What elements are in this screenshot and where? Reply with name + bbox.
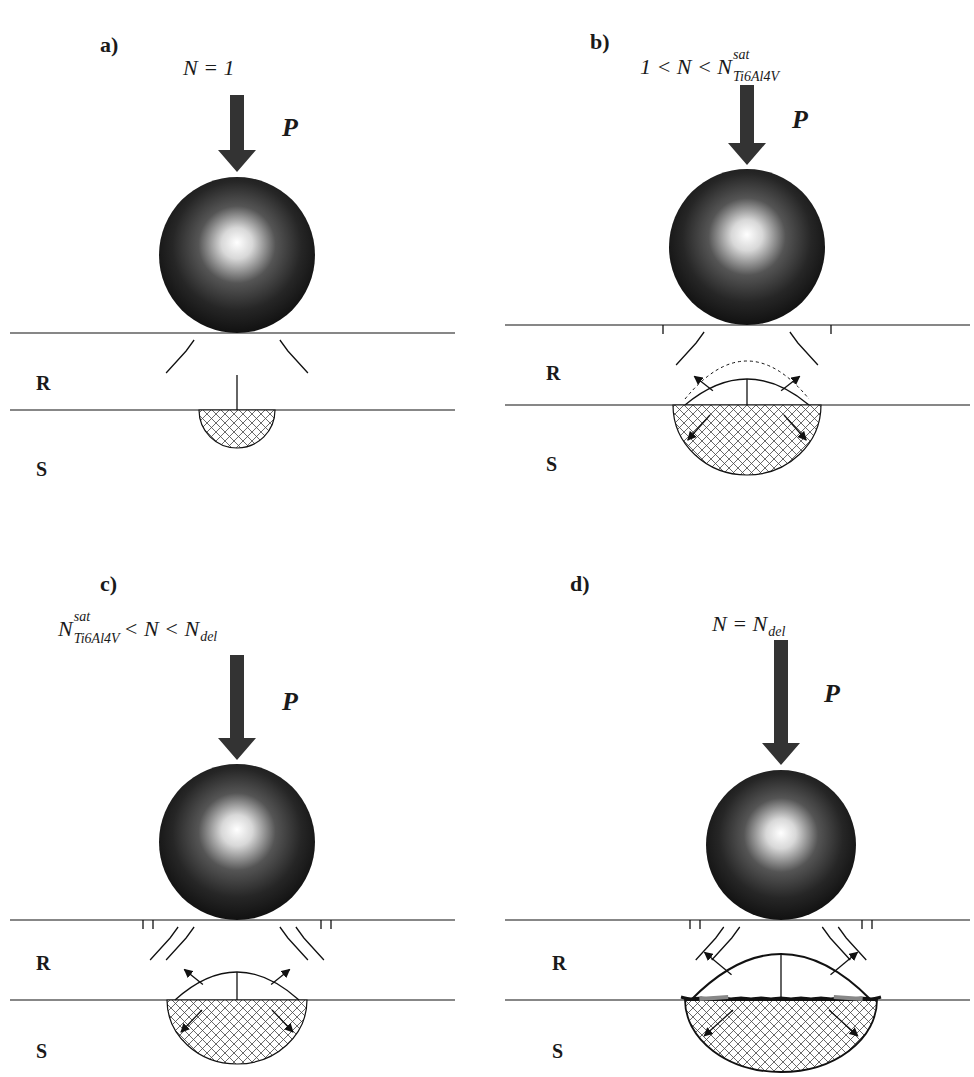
indenter-ball: [706, 770, 856, 920]
stress-arrow: [831, 952, 858, 974]
indent-panel: [505, 640, 970, 1072]
ring-crack: [330, 920, 331, 929]
indent-panel: [10, 655, 455, 1064]
indenter-ball: [159, 764, 315, 920]
plastic-zone: [673, 405, 821, 475]
load-arrow: [218, 95, 256, 172]
cone-crack: [166, 927, 194, 960]
ring-crack: [320, 920, 321, 929]
load-arrow: [218, 655, 256, 760]
surface-line: [505, 324, 970, 325]
cone-crack: [790, 332, 818, 365]
layer-label: R: [36, 952, 50, 974]
panel-label: b): [590, 30, 610, 54]
delamination: [681, 997, 881, 999]
stress-arrow: [781, 376, 800, 390]
cycle-condition: N = 1: [183, 56, 235, 80]
median-crack: [780, 954, 781, 1000]
indenter-ball: [159, 177, 315, 333]
cone-crack: [822, 927, 850, 960]
cycle-condition: < N < N: [124, 617, 200, 641]
indent-panel: [10, 95, 455, 448]
load-label: P: [824, 680, 840, 709]
layer-label: S: [546, 453, 557, 475]
load-label: P: [792, 106, 808, 135]
layer-label: R: [546, 362, 560, 384]
panel-label: a): [100, 33, 118, 57]
subscript: Ti6Al4V: [733, 69, 779, 84]
ring-crack: [689, 920, 690, 929]
plastic-zone: [167, 1000, 307, 1064]
stress-arrow: [694, 376, 713, 390]
median-crack: [236, 375, 237, 410]
subscript: del: [200, 629, 217, 644]
cone-crack: [280, 340, 308, 373]
ring-crack: [861, 920, 862, 929]
load-arrow: [762, 640, 800, 765]
load-label: P: [282, 688, 298, 717]
stress-arrow: [184, 969, 203, 984]
layer-label: S: [552, 1040, 563, 1062]
stress-arrow: [271, 969, 290, 984]
median-crack: [746, 379, 747, 405]
panel-label: d): [570, 572, 590, 596]
layer-label: S: [36, 1040, 47, 1062]
ring-crack: [871, 920, 872, 929]
subscript: Ti6Al4V: [74, 631, 120, 646]
stress-arrow: [181, 1010, 202, 1032]
cone-crack: [696, 927, 724, 960]
ring-crack: [142, 920, 143, 929]
cone-crack: [280, 927, 308, 960]
layer-label: R: [552, 952, 566, 974]
plastic-zone: [199, 410, 275, 448]
ring-crack: [830, 325, 831, 334]
ring-crack: [699, 920, 700, 929]
stress-arrow: [705, 952, 732, 974]
indenter-ball: [669, 169, 825, 325]
ring-crack: [662, 325, 663, 334]
delamination: [699, 997, 728, 999]
stress-arrow: [829, 1010, 858, 1036]
surface-line: [505, 919, 970, 920]
bulge-arc: [691, 954, 871, 1000]
layer-label: S: [36, 458, 47, 480]
cycle-condition: N: [58, 617, 73, 641]
delamination: [834, 997, 863, 999]
superscript: sat: [733, 47, 749, 62]
stress-arrow: [272, 1010, 293, 1032]
cone-crack: [712, 927, 740, 960]
stress-arrow: [784, 415, 806, 440]
cone-crack: [676, 332, 704, 365]
panel-label: c): [100, 572, 117, 596]
ring-crack: [152, 920, 153, 929]
cone-crack: [150, 927, 178, 960]
layer-label: R: [36, 372, 50, 394]
median-crack: [236, 972, 237, 1000]
superscript: sat: [74, 609, 90, 624]
cycle-condition: 1 < N < N: [640, 55, 732, 79]
stress-arrow: [688, 415, 710, 440]
cone-crack: [296, 927, 324, 960]
stress-arrow: [704, 1010, 733, 1036]
cycle-condition: N = N: [712, 612, 767, 636]
load-arrow: [728, 85, 766, 165]
indent-panel: [505, 85, 970, 475]
cone-crack: [838, 927, 866, 960]
plastic-zone: [685, 1000, 877, 1072]
cone-crack: [166, 340, 194, 373]
subscript: del: [768, 624, 785, 639]
load-label: P: [282, 114, 298, 143]
